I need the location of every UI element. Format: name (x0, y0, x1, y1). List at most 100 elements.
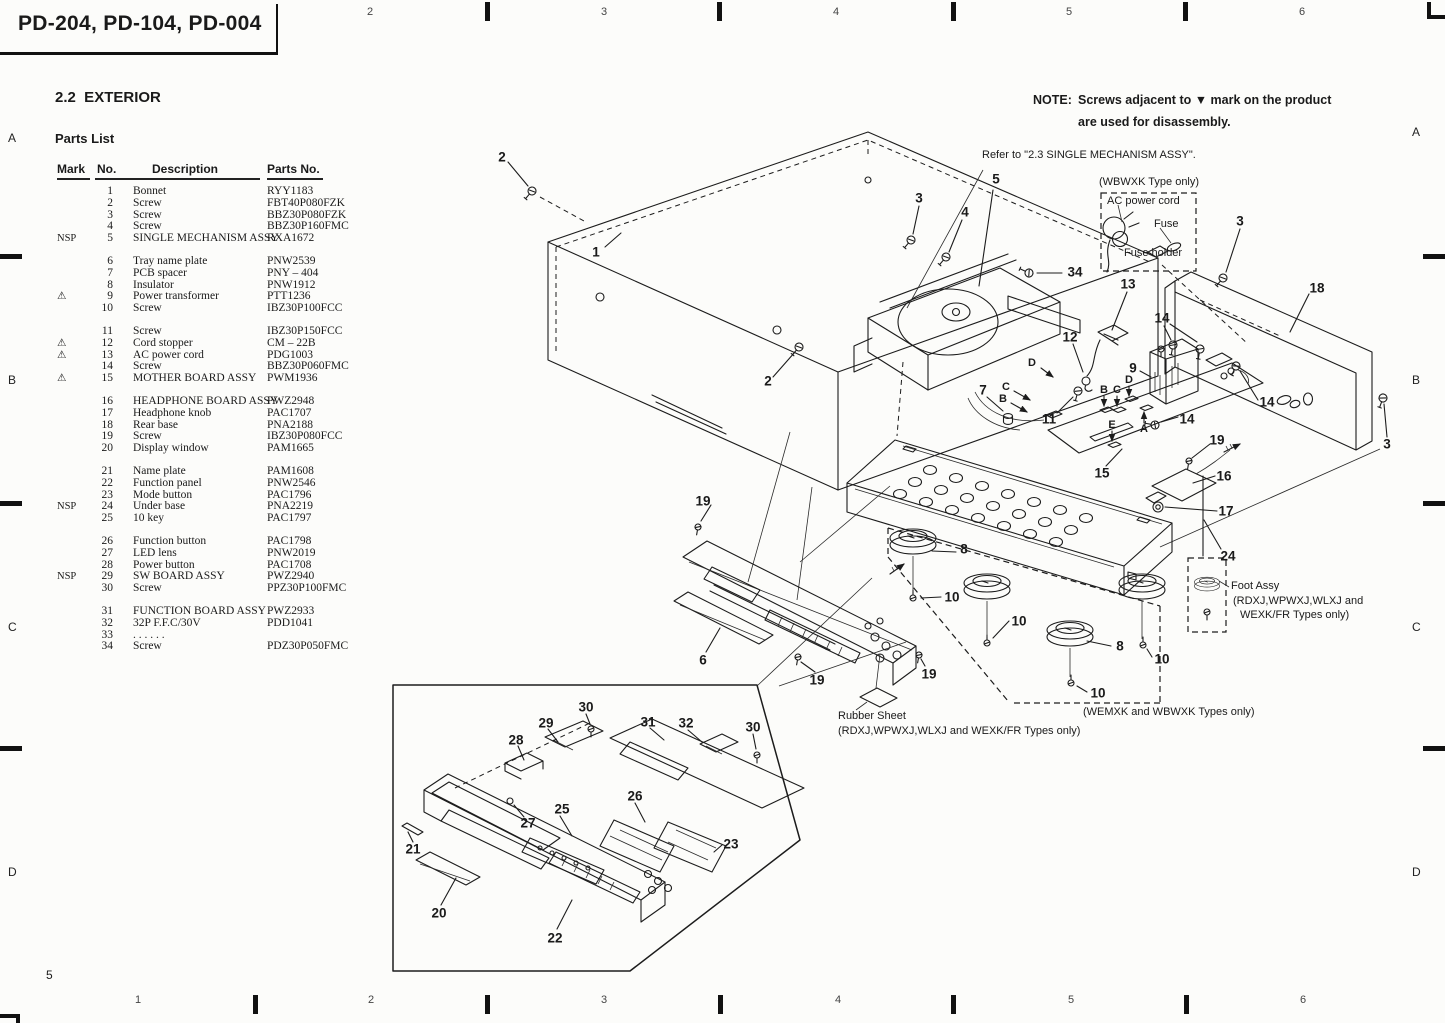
row-no: 13 (101, 348, 114, 361)
ruler-tick (717, 2, 722, 21)
grid-letter-A: A (1412, 125, 1421, 139)
wire-marker-C: C (1002, 381, 1010, 393)
callout-16: 16 (1216, 468, 1232, 484)
parts-list-title: Parts List (55, 131, 115, 146)
callout-14: 14 (1179, 411, 1195, 427)
row-description: FUNCTION BOARD ASSY (133, 604, 266, 617)
note-line2: are used for disassembly. (1078, 115, 1231, 129)
callout-27: 27 (520, 815, 536, 831)
row-no: 1 (107, 185, 113, 197)
mechanism-art (853, 169, 1081, 437)
row-no: 6 (107, 254, 113, 267)
row-no: 34 (101, 640, 114, 653)
callout-6: 6 (699, 652, 707, 668)
grid-letter-D: D (1412, 865, 1421, 879)
callout-8: 8 (1116, 638, 1124, 654)
foot-assy-label-3: WEXK/FR Types only) (1240, 609, 1350, 621)
row-part-number: BBZ30P060FMC (267, 360, 349, 373)
row-part-number: PWZ2940 (267, 570, 315, 583)
grid-letter-C: C (1412, 620, 1421, 634)
ruler-tick (1423, 501, 1445, 506)
note-label: NOTE: (1033, 93, 1072, 107)
row-part-number: RXA1672 (267, 232, 315, 245)
row-part-number: PWZ2933 (267, 604, 315, 617)
row-description: Rear base (133, 418, 179, 431)
row-no: 24 (101, 500, 114, 513)
ruler-tick (0, 501, 22, 506)
row-description: SINGLE MECHANISM ASSY (133, 232, 279, 245)
row-description: Screw (133, 430, 162, 443)
foot-assy-label-2: (RDXJ,WPWXJ,WLXJ and (1233, 595, 1364, 607)
callout-7: 7 (979, 382, 987, 398)
row-no: 7 (107, 266, 113, 279)
callout-12: 12 (1062, 329, 1078, 345)
callout-18: 18 (1309, 280, 1325, 296)
power-cord-art (1072, 324, 1129, 392)
row-part-number: PTT1236 (267, 290, 311, 303)
row-no: 25 (101, 512, 114, 525)
row-mark: ⚠ (57, 291, 67, 303)
row-description: Screw (133, 582, 162, 595)
row-no: 33 (101, 628, 114, 641)
grid-number-2: 2 (366, 6, 374, 18)
ruler-tick (1183, 2, 1188, 21)
page-number: 5 (46, 968, 53, 982)
grid-number-6: 6 (1298, 6, 1306, 18)
header-rule (57, 178, 90, 180)
row-no: 29 (101, 570, 114, 583)
grid-number-3: 3 (600, 994, 608, 1006)
row-no: 5 (107, 232, 113, 245)
callout-10: 10 (944, 589, 960, 605)
wire-marker-D: D (1125, 374, 1133, 386)
ac-cord-box-art (1100, 192, 1197, 331)
callout-13: 13 (1120, 276, 1136, 292)
row-description: Screw (133, 196, 162, 209)
rubber-sheet-label-2: (RDXJ,WPWXJ,WLXJ and WEXK/FR Types only) (838, 725, 1081, 737)
grid-letter-D: D (8, 865, 17, 879)
grid-number-6: 6 (1299, 994, 1307, 1006)
callout-19: 19 (809, 672, 825, 688)
row-no: 2 (107, 196, 113, 209)
row-part-number: PNW2546 (267, 476, 316, 489)
row-description: Function button (133, 534, 207, 547)
row-part-number: IBZ30P100FCC (267, 302, 343, 315)
row-part-number: IBZ30P080FCC (267, 430, 343, 443)
grid-number-2: 2 (367, 994, 375, 1006)
ruler-tick (1184, 995, 1189, 1014)
callout-20: 20 (431, 905, 447, 921)
row-part-number: PAC1796 (267, 488, 312, 501)
callout-19: 19 (921, 666, 937, 682)
parts-row: 33. . . . . . (57, 628, 377, 642)
row-no: 8 (107, 278, 113, 291)
row-no: 22 (101, 476, 114, 489)
callout-9: 9 (1129, 360, 1137, 376)
bonnet-art (507, 131, 1159, 601)
col-header-desc: Description (152, 162, 219, 176)
corner-mark (16, 1014, 20, 1023)
row-mark: NSP (57, 501, 77, 513)
row-description: Cord stopper (133, 336, 193, 349)
row-no: 14 (101, 360, 114, 373)
row-no: 23 (101, 488, 114, 501)
callout-22: 22 (547, 930, 563, 946)
row-description: MOTHER BOARD ASSY (133, 372, 257, 385)
row-description: Screw (133, 220, 162, 233)
callout-3: 3 (1383, 436, 1391, 452)
grid-letter-B: B (8, 373, 17, 387)
